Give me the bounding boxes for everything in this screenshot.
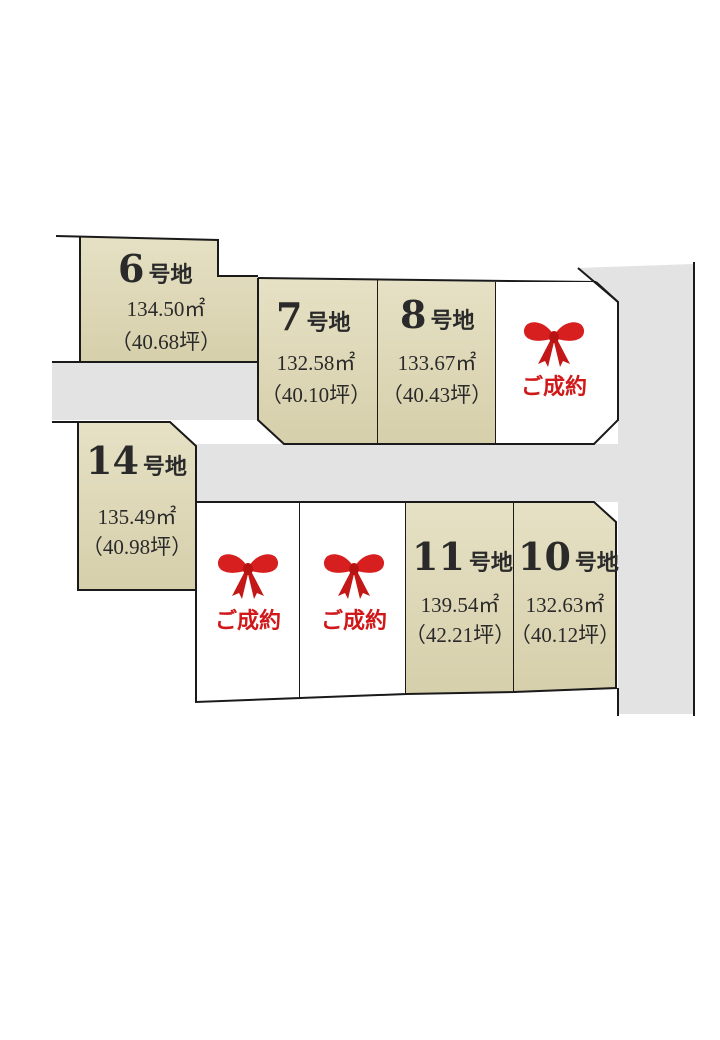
lot-7-area-m2: 132.58㎡ — [277, 351, 356, 375]
road-main — [182, 444, 620, 502]
lot-11-suffix: 号地 — [469, 551, 513, 576]
lot-6-area-tsubo: （40.68坪） — [111, 330, 221, 354]
lot-8-area-m2: 133.67㎡ — [398, 351, 477, 375]
lot-10-suffix: 号地 — [575, 551, 619, 576]
lot-8-suffix: 号地 — [430, 309, 474, 334]
lot-14-number: 14 — [86, 438, 139, 483]
lot-14-area-m2: 135.49㎡ — [98, 505, 177, 529]
lot-6-suffix: 号地 — [148, 263, 192, 288]
lot-10-area-m2: 132.63㎡ — [526, 593, 605, 617]
lot-sold-bottom-2[interactable]: ご成約 — [299, 502, 407, 699]
lot-sold-top[interactable]: ご成約 — [496, 281, 619, 445]
road-vertical — [578, 264, 694, 714]
lot-11-area-tsubo: （42.21坪） — [405, 623, 515, 647]
svg-text:7号地: 7号地 — [276, 294, 350, 339]
lot-7-suffix: 号地 — [306, 311, 350, 336]
lot-8-number: 8 — [400, 292, 426, 337]
lot-14-area-tsubo: （40.98坪） — [82, 535, 192, 559]
lot-7-number: 7 — [276, 294, 302, 339]
lot-14-suffix: 号地 — [143, 455, 187, 480]
lot-11-number: 11 — [412, 534, 465, 579]
road-horizontal — [52, 362, 258, 420]
svg-text:8号地: 8号地 — [400, 292, 474, 337]
lot-8-area-tsubo: （40.43坪） — [382, 383, 492, 407]
lot-sold-bottom-1-label: ご成約 — [215, 608, 281, 634]
lot-10-number: 10 — [518, 534, 571, 579]
lot-6-number: 6 — [118, 246, 144, 291]
svg-text:6号地: 6号地 — [118, 246, 192, 291]
lot-7-area-tsubo: （40.10坪） — [261, 383, 371, 407]
lot-sold-bottom-2-label: ご成約 — [321, 608, 387, 634]
lot-11-area-m2: 139.54㎡ — [421, 593, 500, 617]
lot-6-area-m2: 134.50㎡ — [127, 297, 206, 321]
lot-10-area-tsubo: （40.12坪） — [510, 623, 620, 647]
lot-sold-top-label: ご成約 — [521, 374, 587, 400]
lot-sold-bottom-1[interactable]: ご成約 — [195, 502, 301, 704]
